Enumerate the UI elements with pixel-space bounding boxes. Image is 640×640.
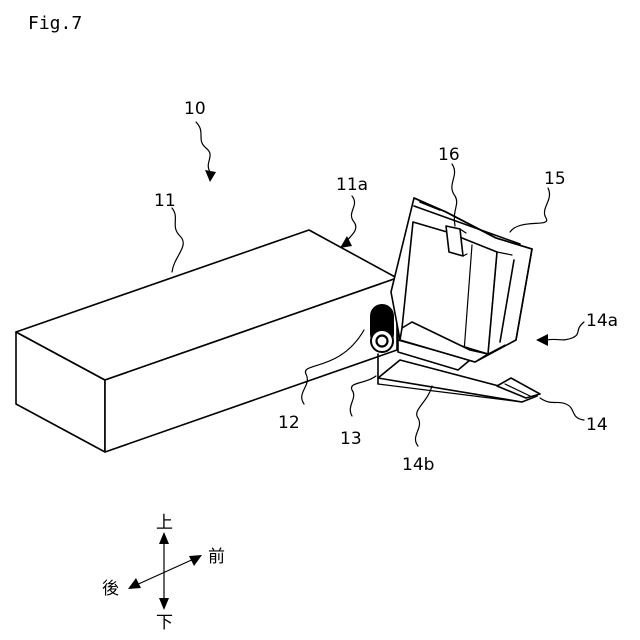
label-12: 12 xyxy=(278,413,300,433)
direction-down: 下 xyxy=(156,613,173,633)
label-14: 14 xyxy=(586,415,608,435)
label-14a: 14a xyxy=(586,311,618,331)
arrow-up-icon xyxy=(159,532,169,544)
label-11a: 11a xyxy=(336,175,368,195)
figure-title: Fig.7 xyxy=(28,13,82,34)
direction-front: 前 xyxy=(208,547,225,567)
label-16: 16 xyxy=(438,145,460,165)
label-13: 13 xyxy=(340,429,362,449)
bracket-assembly-14 xyxy=(378,198,540,402)
direction-up: 上 xyxy=(156,513,173,533)
label-14b: 14b xyxy=(402,455,434,475)
direction-indicator xyxy=(128,532,202,610)
main-body-11 xyxy=(16,230,397,452)
label-15: 15 xyxy=(544,169,566,189)
arrow-down-icon xyxy=(159,598,169,610)
label-10: 10 xyxy=(184,99,206,119)
direction-back: 後 xyxy=(102,579,119,599)
hinge-pin-12 xyxy=(370,304,394,352)
label-11: 11 xyxy=(154,191,176,211)
